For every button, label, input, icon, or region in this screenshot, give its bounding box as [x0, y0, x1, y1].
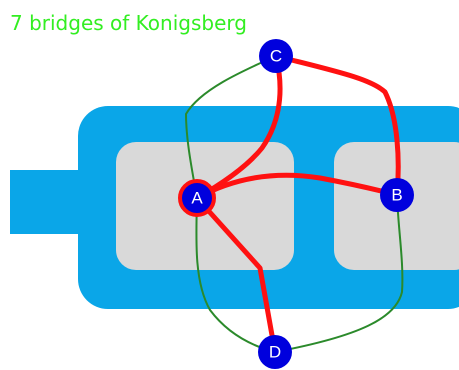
node-a[interactable]: A	[178, 179, 216, 217]
bridge-a-b-used[interactable]	[194, 172, 400, 201]
node-a-label: A	[191, 189, 203, 208]
bridge-a-c-used[interactable]	[194, 53, 283, 201]
node-a-selected-ring	[178, 179, 216, 217]
bridge-a-d-unused[interactable]	[195, 197, 276, 353]
page-title: 7 bridges of Konigsberg	[10, 11, 247, 35]
node-d-circle	[258, 335, 292, 369]
bridge-a-c-unused[interactable]	[184, 55, 277, 199]
node-b-label: B	[391, 186, 402, 205]
bridge-b-c-used[interactable]	[273, 53, 401, 198]
node-b[interactable]: B	[380, 178, 414, 212]
bridge-a-d-used[interactable]	[194, 195, 278, 355]
node-c-label: C	[270, 47, 282, 66]
node-b-circle	[380, 178, 414, 212]
node-d-label: D	[269, 343, 281, 362]
bridge-b-d-unused[interactable]	[274, 194, 404, 353]
river-inlet	[10, 170, 90, 234]
node-a-circle	[180, 181, 214, 215]
node-c-circle	[259, 39, 293, 73]
node-d[interactable]: D	[258, 335, 292, 369]
node-c[interactable]: C	[259, 39, 293, 73]
